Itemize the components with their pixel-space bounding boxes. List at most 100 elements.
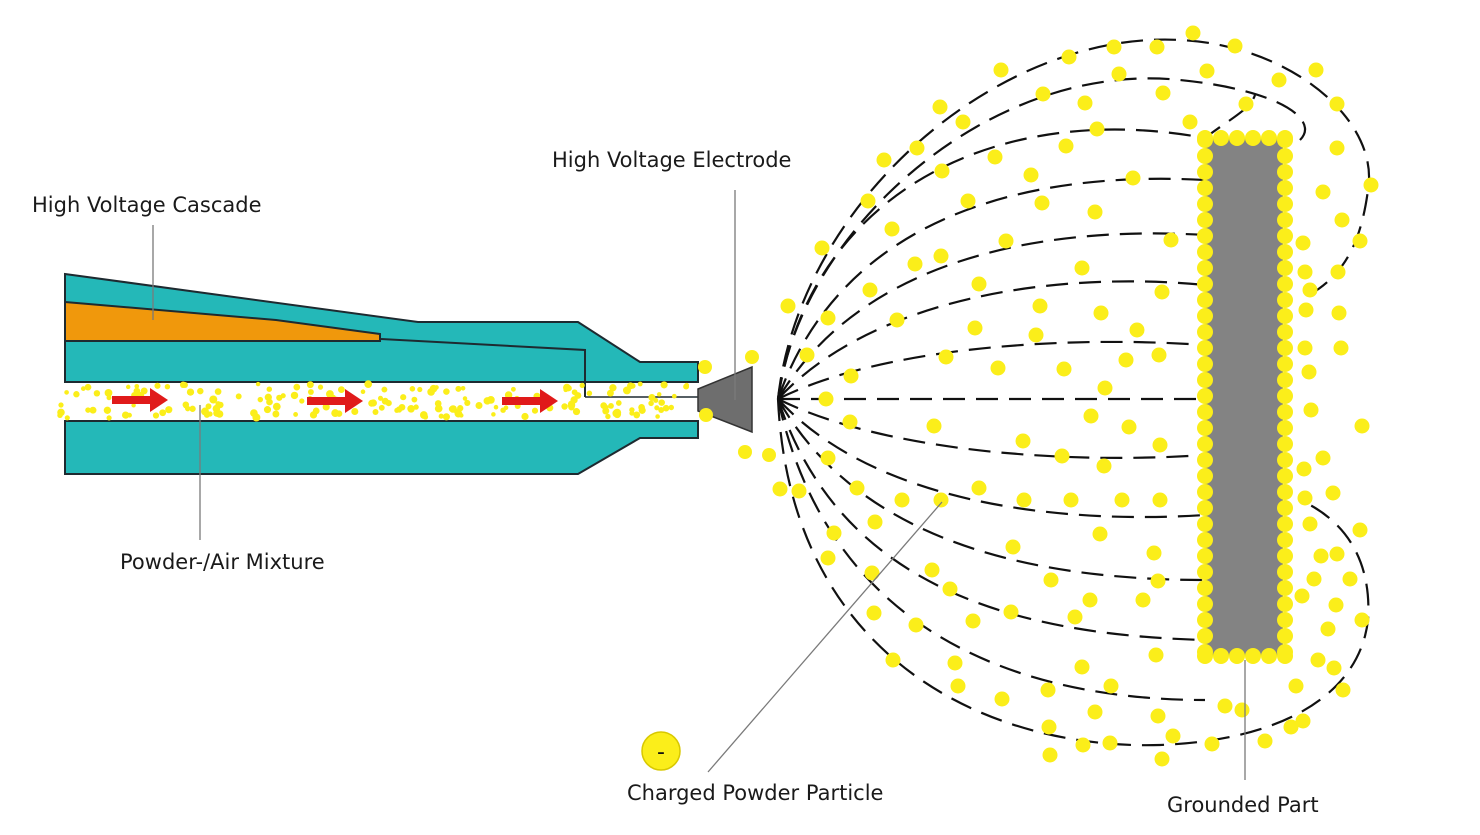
charged-powder-particle xyxy=(820,310,836,326)
deposited-particle xyxy=(1277,484,1293,500)
charged-powder-particle xyxy=(1342,571,1358,587)
charged-powder-particle xyxy=(842,414,858,430)
mixture-particle xyxy=(338,386,345,393)
flow-arrow xyxy=(112,388,168,412)
deposited-particle xyxy=(1277,180,1293,196)
mixture-particle xyxy=(411,396,418,403)
mixture-particle xyxy=(372,409,379,415)
mixture-particle xyxy=(64,415,70,421)
deposited-particle xyxy=(1197,212,1213,228)
mixture-particle xyxy=(317,384,324,390)
charged-powder-particle xyxy=(1315,184,1331,200)
mixture-particle xyxy=(434,400,442,407)
deposited-particle xyxy=(1277,564,1293,580)
mixture-particle xyxy=(738,445,752,459)
charged-powder-particle xyxy=(908,617,924,633)
deposited-particle xyxy=(1197,356,1213,372)
charged-powder-particle xyxy=(1297,264,1313,280)
mixture-particle xyxy=(668,404,675,411)
charged-powder-particle xyxy=(1154,751,1170,767)
deposited-particle xyxy=(1277,404,1293,420)
particle-label: Charged Powder Particle xyxy=(627,781,883,805)
deposited-particle xyxy=(1261,648,1277,664)
mixture-particle xyxy=(609,385,616,391)
deposited-particle xyxy=(1197,612,1213,628)
deposited-particle xyxy=(1277,596,1293,612)
mixture-particle xyxy=(381,386,388,393)
mixture-particle xyxy=(491,412,496,417)
charged-powder-particle xyxy=(1083,408,1099,424)
mixture-particle xyxy=(293,383,301,391)
deposited-particle xyxy=(1197,260,1213,276)
mixture-particle xyxy=(360,389,366,394)
field-line xyxy=(777,398,1206,582)
charged-powder-particle xyxy=(1234,702,1250,718)
mixture-particle xyxy=(462,396,468,401)
mixture-particle xyxy=(197,387,204,395)
deposited-particle xyxy=(1197,484,1213,500)
mixture-particle xyxy=(276,395,282,400)
charged-powder-particle xyxy=(1114,492,1130,508)
deposited-particle xyxy=(1197,420,1213,436)
deposited-particle xyxy=(1213,648,1229,664)
deposited-particle xyxy=(1197,516,1213,532)
charged-powder-particle xyxy=(934,163,950,179)
deposited-particle xyxy=(1245,130,1261,146)
mixture-particle xyxy=(84,383,92,391)
legend-particle-charge: - xyxy=(657,740,665,765)
mixture-particle xyxy=(58,402,64,408)
charged-powder-particle xyxy=(780,298,796,314)
grounded-label: Grounded Part xyxy=(1167,793,1319,817)
deposited-particle xyxy=(1197,564,1213,580)
mixture-particle xyxy=(121,411,130,419)
high-voltage-cascade xyxy=(64,300,381,342)
mixture-particle xyxy=(510,386,516,392)
mixture-particle xyxy=(322,403,330,411)
charged-powder-particle xyxy=(864,565,880,581)
charged-powder-particle xyxy=(1102,735,1118,751)
charged-powder-particle xyxy=(1077,95,1093,111)
charged-powder-particle xyxy=(1352,522,1368,538)
deposited-particle xyxy=(1197,130,1213,146)
charged-powder-particle xyxy=(971,276,987,292)
mixture-particle xyxy=(85,407,91,413)
charged-powder-particle xyxy=(1150,573,1166,589)
field-line xyxy=(777,398,1206,519)
mixture-particle xyxy=(615,400,622,406)
charged-powder-particle xyxy=(1294,588,1310,604)
flow-arrow xyxy=(307,389,363,413)
charged-powder-particle xyxy=(1067,609,1083,625)
charged-powder-particle xyxy=(938,349,954,365)
legend-particle-icon xyxy=(641,731,681,771)
mixture-label: Powder-/Air Mixture xyxy=(120,550,325,574)
deposited-particle xyxy=(1197,148,1213,164)
charged-powder-particle xyxy=(1306,571,1322,587)
mixture-particle xyxy=(134,383,140,389)
mixture-particle xyxy=(280,393,286,399)
mixture-particle xyxy=(179,381,187,389)
mixture-particle xyxy=(434,385,439,390)
mixture-particle xyxy=(606,389,614,397)
cascade-label: High Voltage Cascade xyxy=(32,193,262,217)
mixture-particle xyxy=(165,406,173,414)
deposited-particle xyxy=(1277,648,1293,664)
mixture-particle xyxy=(309,411,318,419)
field-line xyxy=(776,398,1370,747)
mixture-particle xyxy=(608,402,614,409)
mixture-particle xyxy=(103,406,112,414)
mixture-particle xyxy=(586,390,593,397)
mixture-particle xyxy=(209,395,218,404)
mixture-particle xyxy=(385,399,392,407)
charged-powder-particle xyxy=(1103,678,1119,694)
mixture-particle xyxy=(633,411,641,419)
mixture-particle xyxy=(264,393,272,401)
deposited-particle xyxy=(1229,130,1245,146)
mixture-particle xyxy=(613,408,622,417)
charged-powder-particle xyxy=(1074,260,1090,276)
charged-powder-particle xyxy=(1040,682,1056,698)
charged-powder-particle xyxy=(1303,402,1319,418)
charged-powder-particle xyxy=(950,678,966,694)
charged-powder-particle xyxy=(1152,492,1168,508)
charged-powder-particle xyxy=(1326,660,1342,676)
spray-gun xyxy=(57,272,776,475)
